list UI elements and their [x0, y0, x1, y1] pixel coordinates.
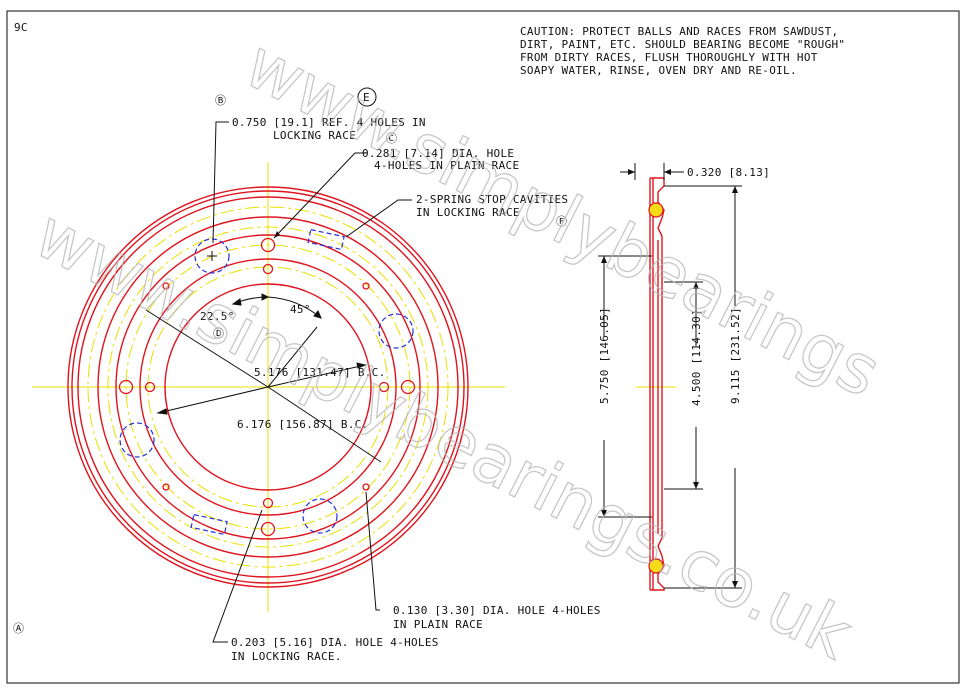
spring-stop-cavity: [307, 228, 345, 251]
section-ball: [648, 558, 664, 574]
corner-mark-a: Ⓐ: [13, 622, 24, 635]
sheet-id: 9C: [14, 21, 28, 34]
inner-bolt-circle-label: 5.176 [131.47] B.C.: [254, 366, 386, 379]
ball-track-circle: [87, 206, 449, 568]
plain-race-hole: [260, 237, 276, 253]
leader-lines: [212, 121, 412, 643]
radial-line-22: [145, 309, 269, 388]
spring-stop-cavity: [190, 513, 228, 536]
caution-line: SOAPY WATER, RINSE, OVEN DRY AND RE-OIL.: [520, 64, 797, 77]
mark-d: Ⓓ: [213, 327, 224, 340]
race-section-view: 0.320 [8.13] 5.750 [146.05] 4.500 [114.3…: [598, 163, 770, 591]
caution-line: DIRT, PAINT, ETC. SHOULD BEARING BECOME …: [520, 38, 845, 51]
plain-dia-hole-callout: 4-HOLES IN PLAIN RACE: [374, 159, 519, 172]
ref-hole-cavity: [378, 313, 414, 349]
leader-arrow: [274, 231, 280, 238]
dim-4500: 4.500 [114.30]: [690, 309, 703, 406]
small-hole: [162, 282, 170, 290]
dia-line-inner: [267, 364, 366, 388]
angle-dims: [145, 293, 382, 463]
outer-bolt-circle-label: 6.176 [156.87] B.C.: [237, 418, 369, 431]
small-holes-callout: IN PLAIN RACE: [393, 618, 483, 631]
section-profile: [649, 177, 665, 591]
radial-line-45: [267, 326, 318, 388]
race-outlines: [67, 186, 469, 588]
locking-race-hole: [144, 381, 156, 393]
race-ring-1: [97, 216, 439, 558]
dia-line-outer-b: [267, 386, 382, 463]
dim-arrows: [601, 169, 738, 588]
plain-race-hole: [260, 521, 276, 537]
caution-line: CAUTION: PROTECT BALLS AND RACES FROM SA…: [520, 25, 838, 38]
section-ball: [648, 202, 664, 218]
ref-holes-callout: LOCKING RACE: [273, 129, 356, 142]
inner-bore: [164, 283, 372, 491]
race-ring-2: [115, 234, 421, 540]
locking-holes-callout: IN LOCKING RACE.: [231, 650, 342, 663]
plain-dia-hole-callout: 0.281 [7.14] DIA. HOLE: [362, 147, 514, 160]
thickness-dim: 0.320 [8.13]: [687, 166, 770, 179]
watermark: www.simplybearings www.simplybearings.co…: [22, 24, 893, 676]
spring-stop-callout: 2-SPRING STOP CAVITIES: [416, 193, 568, 206]
ref-hole-cross: [207, 251, 217, 261]
holes: [118, 237, 416, 537]
ref-hole-cavity: [119, 422, 155, 458]
outer-rim-2: [71, 190, 465, 584]
outer-rim-3: [77, 196, 459, 578]
locking-race-hole: [262, 263, 274, 275]
ref-hole-cavity: [194, 238, 230, 274]
dim-5750: 5.750 [146.05]: [598, 307, 611, 404]
mark-e: E: [363, 91, 370, 104]
angle-22-label: 22.5°: [200, 310, 235, 323]
cavities: [119, 228, 414, 536]
mark-b: Ⓑ: [215, 94, 226, 107]
bolt-circle-outer: [125, 244, 411, 530]
mark-f: Ⓕ: [556, 215, 567, 228]
locking-race-hole: [262, 497, 274, 509]
ref-hole-cavity: [302, 498, 338, 534]
race-ring-3: [139, 258, 397, 516]
small-hole: [362, 483, 370, 491]
ref-holes-callout: 0.750 [19.1] REF. 4 HOLES IN: [232, 116, 426, 129]
plain-race-hole: [118, 379, 134, 395]
drawing-frame: [6, 10, 960, 684]
locking-race-hole: [378, 381, 390, 393]
mid-circle: [107, 226, 429, 548]
outer-rim-1: [67, 186, 469, 588]
caution-note: CAUTION: PROTECT BALLS AND RACES FROM SA…: [520, 25, 845, 77]
plain-race-hole: [400, 379, 416, 395]
caution-line: FROM DIRTY RACES, FLUSH THOROUGHLY WITH …: [520, 51, 818, 64]
mark-c: Ⓒ: [386, 132, 397, 145]
locking-holes-callout: 0.203 [5.16] DIA. HOLE 4-HOLES: [231, 636, 439, 649]
dia-line-outer-a: [157, 386, 269, 414]
spring-stop-callout: IN LOCKING RACE: [416, 206, 520, 219]
small-hole: [162, 483, 170, 491]
angle-45-label: 45°: [290, 303, 311, 316]
dim-9115: 9.115 [231.52]: [729, 307, 742, 404]
small-hole: [362, 282, 370, 290]
mark-e-circle: [357, 87, 377, 107]
race-plan-view: Ⓑ E 0.750 [19.1] REF. 4 HOLES IN LOCKING…: [32, 87, 601, 663]
small-holes-callout: 0.130 [3.30] DIA. HOLE 4-HOLES: [393, 604, 601, 617]
